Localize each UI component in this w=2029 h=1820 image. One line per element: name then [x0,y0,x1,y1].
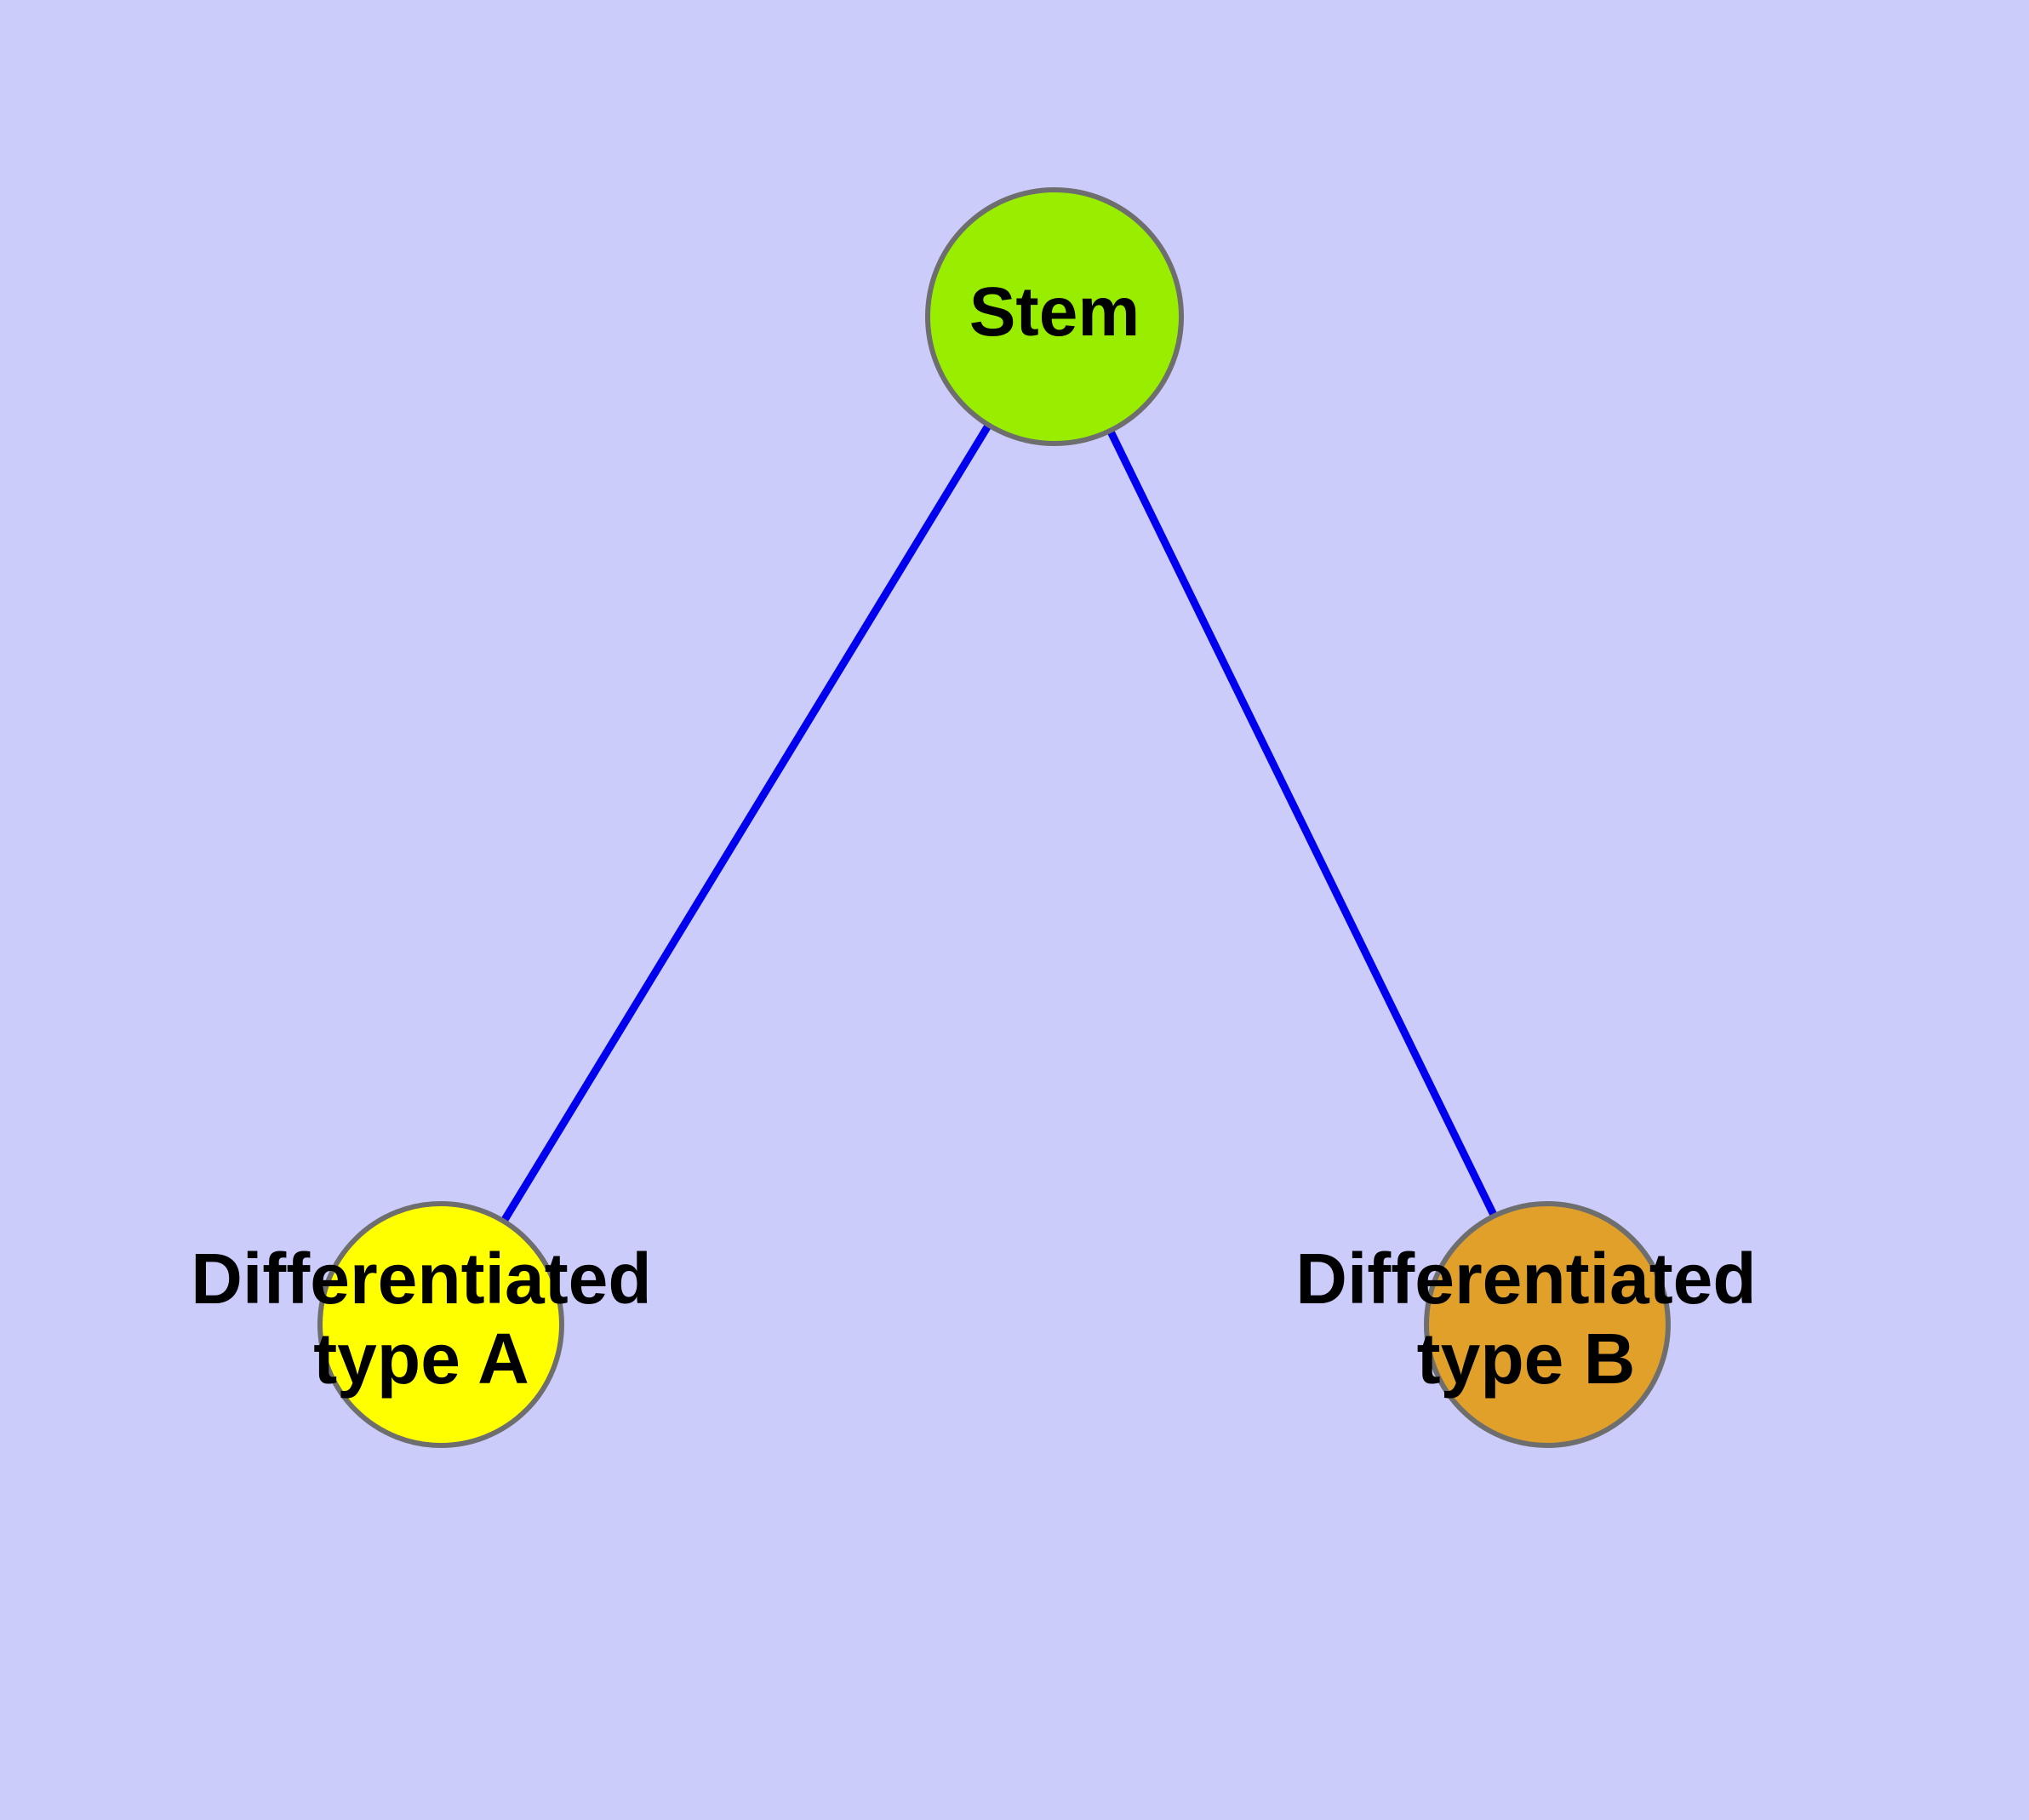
nodes-group [317,187,1671,1448]
node-stem[interactable] [925,187,1184,446]
node-label-line: type B [1417,1319,1636,1399]
edge-stem-to-differentiated-type-a[interactable] [501,424,992,1222]
node-label-line: type A [313,1319,529,1399]
node-differentiated-type-b[interactable] [1424,1201,1671,1448]
node-label-stem: Stem [969,273,1140,351]
edge-stem-to-differentiated-type-b[interactable] [1107,430,1497,1216]
edges-group [501,424,1497,1222]
node-label-line: Differentiated [1295,1239,1756,1319]
node-label-line: Stem [969,273,1140,351]
node-differentiated-type-a[interactable] [317,1201,564,1448]
node-label-line: Differentiated [191,1239,651,1319]
